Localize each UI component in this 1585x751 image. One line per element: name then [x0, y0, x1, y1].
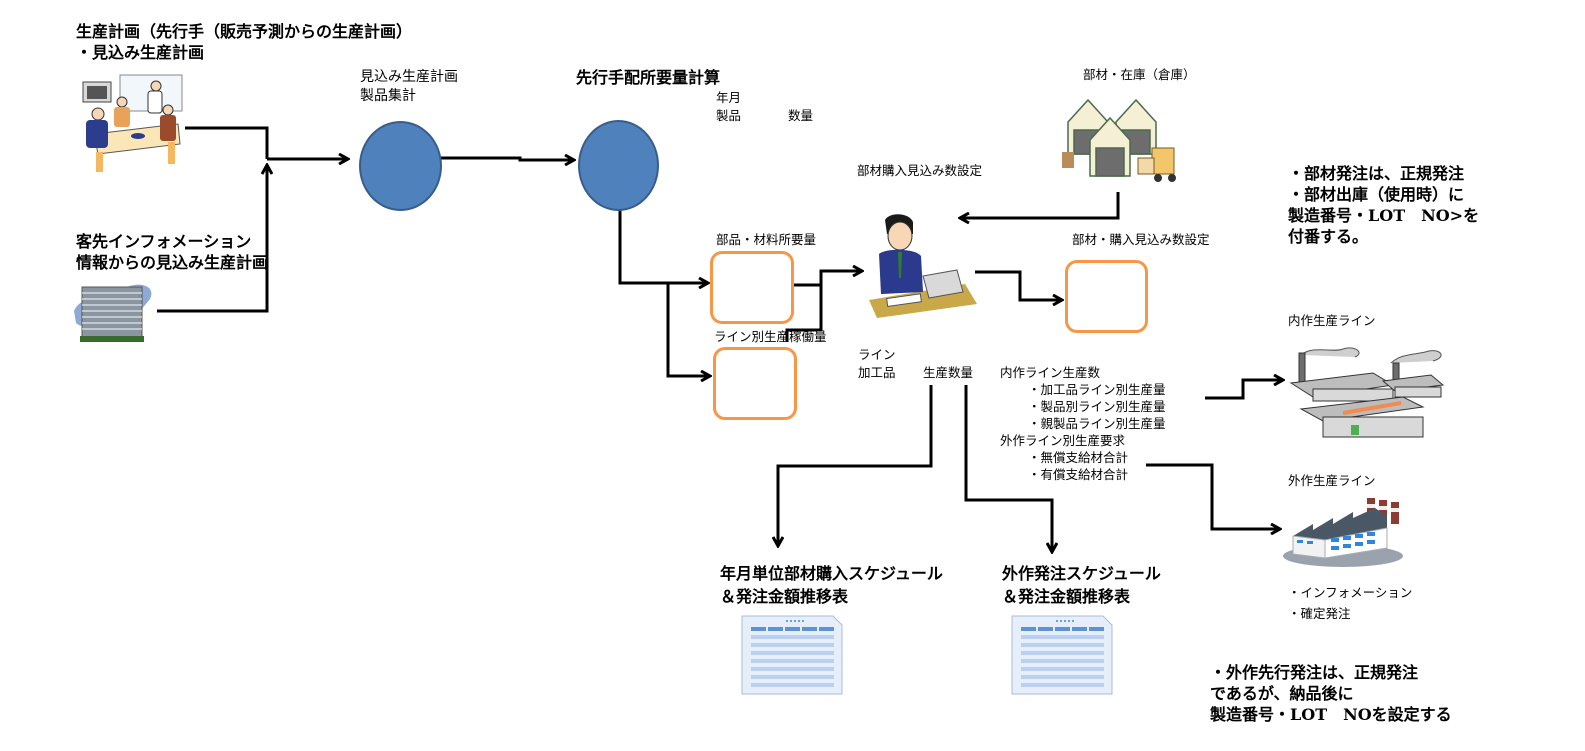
requirements-process-node[interactable]	[578, 120, 659, 211]
connector-qty-to-outsource-schedule	[964, 385, 1052, 552]
warehouse-label: 部材・在庫（倉庫）	[1083, 67, 1196, 82]
parts-order-note-line-2: ・部材出庫（使用時）に	[1288, 185, 1465, 204]
customer-info-line-1: 客先インフォメーション	[76, 232, 252, 251]
connector-parts-to-operator	[793, 271, 862, 287]
line-header-line: ライン	[858, 347, 896, 362]
outsource-schedule-line-1: 外作発注スケジュール	[1002, 564, 1161, 583]
outsource-order-note-line-2: であるが、納品後に	[1210, 684, 1354, 703]
aggregate-process-label: 見込み生産計画 製品集計	[360, 68, 458, 106]
outsource-title: 外作ライン別生産要求	[1000, 433, 1126, 448]
line-header-processed: 加工品	[858, 365, 896, 380]
outsource-item: ・有償支給材合計	[1028, 467, 1129, 482]
outsource-schedule-label: 外作発注スケジュール ＆発注金額推移表	[1002, 562, 1161, 608]
line-header-quantity: 生産数量	[923, 365, 974, 380]
aggregate-line-2: 製品集計	[360, 88, 416, 104]
inhouse-title: 内作ライン生産数	[1000, 365, 1101, 380]
outsource-schedule-line-2: ＆発注金額推移表	[1002, 587, 1131, 606]
production-plan-line-1: 生産計画（先行手（販売予測からの生産計画）	[76, 22, 413, 41]
inhouse-item: ・製品別ライン別生産量	[1028, 399, 1166, 414]
purchase-schedule-label: 年月単位部材購入スケジュール ＆発注金額推移表	[720, 562, 943, 608]
connector-workload-to-operator	[785, 285, 823, 342]
inhouse-line-label: 内作生産ライン	[1288, 313, 1376, 328]
outsource-order-note-line-1: ・外作先行発注は、正規発注	[1210, 663, 1419, 682]
inhouse-item: ・加工品ライン別生産量	[1028, 382, 1166, 397]
outsource-line-items: ・インフォメーション ・確定発注	[1288, 584, 1412, 622]
connector-requirements-to-parts	[618, 210, 708, 283]
production-plan-label: 生産計画（先行手（販売予測からの生産計画） ・見込み生産計画	[76, 21, 412, 63]
connector-branch-to-workload	[666, 283, 710, 376]
parts-order-note: ・部材発注は、正規発注 ・部材出庫（使用時）に 製造番号・LOT NO>を 付番…	[1288, 163, 1479, 247]
purchase-schedule-line-1: 年月単位部材購入スケジュール	[720, 564, 943, 583]
connector-warehouse-to-operator	[960, 192, 1120, 218]
production-plan-line-2: ・見込み生産計画	[76, 43, 205, 62]
requirements-process-title: 先行手配所要量計算	[576, 68, 721, 87]
customer-info-line-2: 情報からの見込み生産計画	[76, 253, 269, 272]
outsource-order-note-line-3: 製造番号・LOT NOを設定する	[1210, 705, 1452, 724]
inhouse-item: ・親製品ライン別生産量	[1028, 416, 1166, 431]
purchase-schedule-line-2: ＆発注金額推移表	[720, 587, 849, 606]
outsource-order-note: ・外作先行発注は、正規発注 であるが、納品後に 製造番号・LOT NOを設定する	[1210, 662, 1452, 725]
spreadsheet-icon[interactable]	[1011, 615, 1113, 699]
customer-info-label: 客先インフォメーション 情報からの見込み生産計画	[76, 231, 268, 273]
parts-order-note-line-1: ・部材発注は、正規発注	[1288, 164, 1465, 183]
connector-to-inhouse-line	[1205, 380, 1283, 400]
factory-building-illustration	[1283, 496, 1405, 568]
output-field-list: 内作ライン生産数 ・加工品ライン別生産量 ・製品別ライン別生産量 ・親製品ライン…	[1000, 364, 1166, 483]
connector-plan-to-merge	[185, 126, 269, 159]
connector-to-outsource-line	[1146, 463, 1280, 529]
requirements-field-quantity: 数量	[788, 108, 814, 123]
aggregate-process-node[interactable]	[359, 121, 442, 211]
parts-materials-box[interactable]	[710, 251, 794, 324]
parts-purchase-label: 部材・購入見込み数設定	[1072, 232, 1210, 247]
meeting-illustration	[78, 72, 188, 174]
connector-customer-to-merge	[157, 165, 267, 313]
connector-qty-to-purchase-schedule	[778, 385, 933, 546]
office-building-illustration	[72, 281, 157, 343]
connector-operator-to-purchase	[975, 270, 1062, 300]
spreadsheet-icon[interactable]	[741, 615, 843, 699]
connector-aggregate-to-requirements	[441, 158, 574, 160]
requirements-field-product: 製品	[716, 108, 742, 123]
factory-smokestacks-illustration	[1283, 345, 1448, 440]
parts-purchase-box[interactable]	[1065, 260, 1148, 333]
outsource-item: ・無償支給材合計	[1028, 450, 1129, 465]
warehouse-forklift-illustration	[1060, 92, 1180, 184]
requirements-field-month: 年月	[716, 90, 742, 105]
outsource-line-label: 外作生産ライン	[1288, 473, 1376, 488]
outsource-line-item: ・インフォメーション	[1288, 585, 1413, 600]
parts-materials-label: 部品・材料所要量	[716, 232, 817, 247]
line-workload-box[interactable]	[713, 347, 797, 420]
aggregate-line-1: 見込み生産計画	[360, 69, 458, 85]
outsource-line-item: ・確定発注	[1288, 606, 1351, 621]
parts-order-note-line-4: 付番する。	[1288, 227, 1369, 246]
parts-order-note-line-3: 製造番号・LOT NO>を	[1288, 206, 1480, 225]
operator-label: 部材購入見込み数設定	[857, 163, 983, 178]
line-workload-label: ライン別生産稼働量	[714, 329, 827, 344]
office-worker-laptop-illustration	[865, 212, 977, 320]
